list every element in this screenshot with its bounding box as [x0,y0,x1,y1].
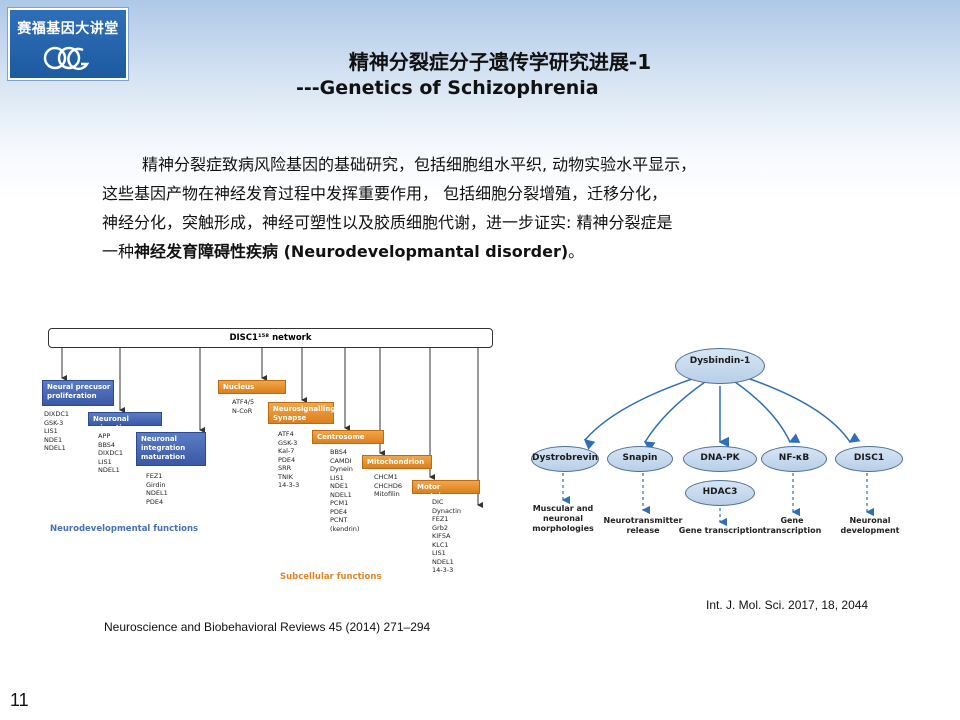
intro-paragraph: 精神分裂症致病风险基因的基础研究，包括细胞组水平织, 动物实验水平显示， 这些基… [102,150,882,266]
outcome-snapin: Neurotransmitter release [603,516,683,535]
box-neuronal-migration: Neuronal migration [88,412,162,432]
footer-subcellular: Subcellular functions [280,572,382,582]
box-centrosome: Centrosome [312,430,384,444]
box-neuronal-integration: Neuronal integration maturation [136,432,206,466]
disc1-network-diagram: DISC1¹⁵⁸ network Neural precusor prolife… [40,320,500,590]
list-integration: FEZ1 Girdin NDEL1 PDE4 [146,472,168,506]
box-motor-proteins: Motor proteins [412,480,480,500]
dysbindin-connectors: + [561,368,875,527]
node-hdac3: HDAC3 [685,480,755,506]
para-line-3: 神经分化，突触形成，神经可塑性以及胶质细胞代谢，进一步证实: 精神分裂症是 [102,213,673,232]
list-nucleus: ATF4/5 N-CoR [232,398,255,415]
list-motor: DIC Dynactin FEZ1 Grb2 KIF5A KLC1 LIS1 N… [432,498,462,574]
outcome-dnapk: Gene transcription [678,526,764,535]
reference-right: Int. J. Mol. Sci. 2017, 18, 2044 [706,598,869,612]
para-line-1: 精神分裂症致病风险基因的基础研究，包括细胞组水平织, 动物实验水平显示， [142,155,697,174]
list-migration: APP BBS4 DIXDC1 LIS1 NDEL1 [98,432,124,474]
dysbindin-diagram: + Dysbindin-1 Dystrobrevin Snapin DNA-PK… [525,330,915,560]
list-neurosignalling: ATF4 GSK-3 Kal-7 PDE4 SRR TNIK 14-3-3 [278,430,300,489]
para-line-4-prefix: 一种 [102,242,135,261]
node-dnapk: DNA-PK [683,446,757,472]
outcome-nfkb: Gene transcription [762,516,822,535]
list-centrosome: BBS4 CAMDI Dynein LIS1 NDE1 NDEL1 PCM1 P… [330,448,360,533]
para-line-4-suffix: 。 [568,242,585,261]
node-dystrobrevin: Dystrobrevin [531,446,599,472]
logo: 赛福基因大讲堂 [8,8,128,80]
node-disc1: DISC1 [835,446,903,472]
disc1-network-bar: DISC1¹⁵⁸ network [48,328,493,348]
node-dysbindin: Dysbindin-1 [675,348,765,384]
list-precursor: DIXDC1 GSK-3 LIS1 NDE1 NDEL1 [44,410,70,452]
footer-neurodevelopmental: Neurodevelopmental functions [50,524,199,534]
box-neurosignalling: Neurosignalling Synapse [268,402,335,424]
para-line-4-bold: 神经发育障碍性疾病 (Neurodevelopmantal disorder) [134,242,569,261]
page-number: 11 [10,690,29,710]
list-mitochondrion: CHCM1 CHCHD6 Mitofilin [374,473,402,498]
box-mitochondrion: Mitochondrion [362,455,432,469]
outcome-disc1: Neuronal development [840,516,900,535]
reference-left: Neuroscience and Biobehavioral Reviews 4… [104,620,431,634]
page-subtitle: ---Genetics of Schizophrenia [296,77,599,99]
logo-mark-icon [43,46,90,71]
box-nucleus: Nucleus [218,380,286,394]
outcome-dystrobrevin: Muscular and neuronal morphologies [532,504,594,533]
page-title: 精神分裂症分子遗传学研究进展-1 [348,50,652,74]
node-snapin: Snapin [607,446,673,472]
node-nfkb: NF-κB [761,446,827,472]
box-neural-precursor: Neural precusor proliferation [42,380,114,406]
para-line-2: 这些基因产物在神经发育过程中发挥重要作用， 包括细胞分裂增殖，迁移分化， [102,184,668,203]
logo-text: 赛福基因大讲堂 [17,21,119,37]
